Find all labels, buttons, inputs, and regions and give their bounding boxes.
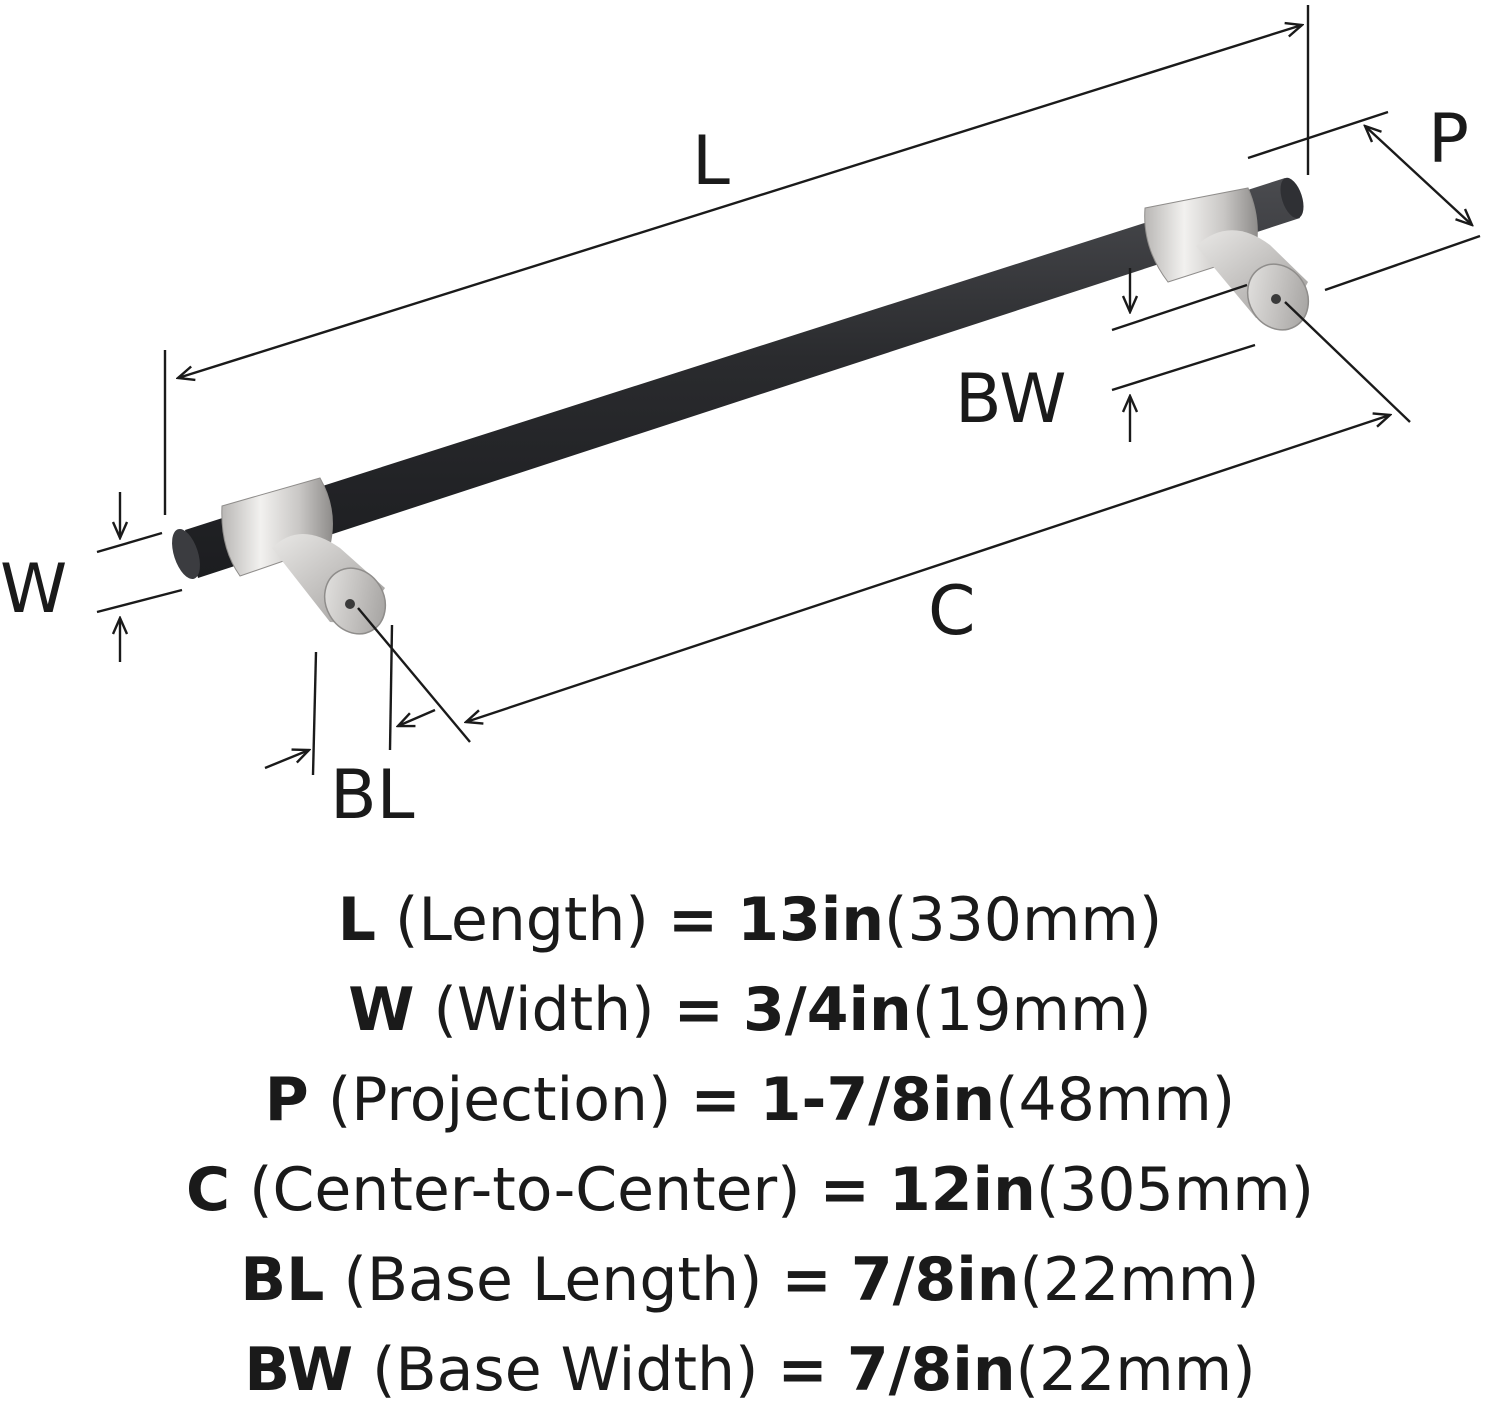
left-standoff xyxy=(221,477,387,635)
spec-name: (Length) xyxy=(395,885,649,955)
p-extension-top xyxy=(1247,110,1389,160)
spec-imperial: 1-7/8in xyxy=(759,1065,996,1135)
spec-equals: = xyxy=(673,975,724,1045)
bl-extension-right xyxy=(388,624,394,751)
handle-illustration xyxy=(172,177,1310,635)
spec-metric: (19mm) xyxy=(911,975,1152,1045)
spec-name: (Base Length) xyxy=(343,1245,763,1315)
spec-code: BL xyxy=(240,1245,325,1315)
c-extension-right xyxy=(1284,301,1411,423)
l-dimension-line xyxy=(178,25,1302,378)
spec-imperial: 7/8in xyxy=(850,1245,1020,1315)
spec-code: L xyxy=(337,885,376,955)
spec-center-to-center: C (Center-to-Center) = 12in(305mm) xyxy=(0,1145,1500,1235)
dimension-labels: L P BW W C BL xyxy=(0,100,1469,835)
spec-base-length: BL (Base Length) = 7/8in(22mm) xyxy=(0,1235,1500,1325)
dimension-spec-list: L (Length) = 13in(330mm) W (Width) = 3/4… xyxy=(0,875,1500,1415)
spec-length: L (Length) = 13in(330mm) xyxy=(0,875,1500,965)
bw-extension-bottom xyxy=(1111,343,1256,392)
spec-equals: = xyxy=(781,1245,832,1315)
label-l: L xyxy=(692,122,730,201)
spec-equals: = xyxy=(819,1155,870,1225)
spec-code: C xyxy=(185,1155,230,1225)
spec-imperial: 12in xyxy=(889,1155,1036,1225)
spec-imperial: 3/4in xyxy=(743,975,912,1045)
spec-imperial: 7/8in xyxy=(846,1335,1016,1405)
spec-name: (Projection) xyxy=(327,1065,672,1135)
spec-name: (Center-to-Center) xyxy=(249,1155,801,1225)
c-dimension-line xyxy=(466,415,1390,722)
bl-arrow-left xyxy=(264,750,309,770)
spec-metric: (48mm) xyxy=(995,1065,1236,1135)
spec-metric: (22mm) xyxy=(1019,1245,1260,1315)
spec-name: (Base Width) xyxy=(372,1335,759,1405)
spec-equals: = xyxy=(777,1335,828,1405)
w-extension-top xyxy=(96,531,163,554)
spec-metric: (330mm) xyxy=(884,885,1163,955)
label-bl: BL xyxy=(330,756,415,835)
spec-projection: P (Projection) = 1-7/8in(48mm) xyxy=(0,1055,1500,1145)
p-dimension-line xyxy=(1365,126,1472,225)
label-bw: BW xyxy=(955,360,1066,439)
spec-equals: = xyxy=(690,1065,741,1135)
bl-extension-left xyxy=(311,651,318,776)
spec-name: (Width) xyxy=(433,975,655,1045)
bl-arrow-right xyxy=(398,708,436,726)
spec-imperial: 13in xyxy=(737,885,885,955)
c-extension-left xyxy=(357,607,471,743)
p-extension-bottom xyxy=(1324,234,1481,292)
label-w: W xyxy=(0,550,67,629)
spec-metric: (305mm) xyxy=(1035,1155,1315,1225)
label-p: P xyxy=(1428,100,1469,179)
spec-width: W (Width) = 3/4in(19mm) xyxy=(0,965,1500,1055)
spec-code: P xyxy=(264,1065,309,1135)
spec-equals: = xyxy=(667,885,719,955)
spec-code: W xyxy=(348,975,415,1045)
spec-code: BW xyxy=(244,1335,354,1405)
label-c: C xyxy=(928,572,975,651)
w-extension-bottom xyxy=(96,588,183,614)
spec-base-width: BW (Base Width) = 7/8in(22mm) xyxy=(0,1325,1500,1415)
spec-metric: (22mm) xyxy=(1015,1335,1256,1405)
bw-extension-top xyxy=(1111,283,1248,332)
handle-bar xyxy=(172,177,1304,580)
handle-dimension-diagram: L P BW W C BL xyxy=(0,5,1481,835)
dimension-lines xyxy=(96,5,1481,776)
